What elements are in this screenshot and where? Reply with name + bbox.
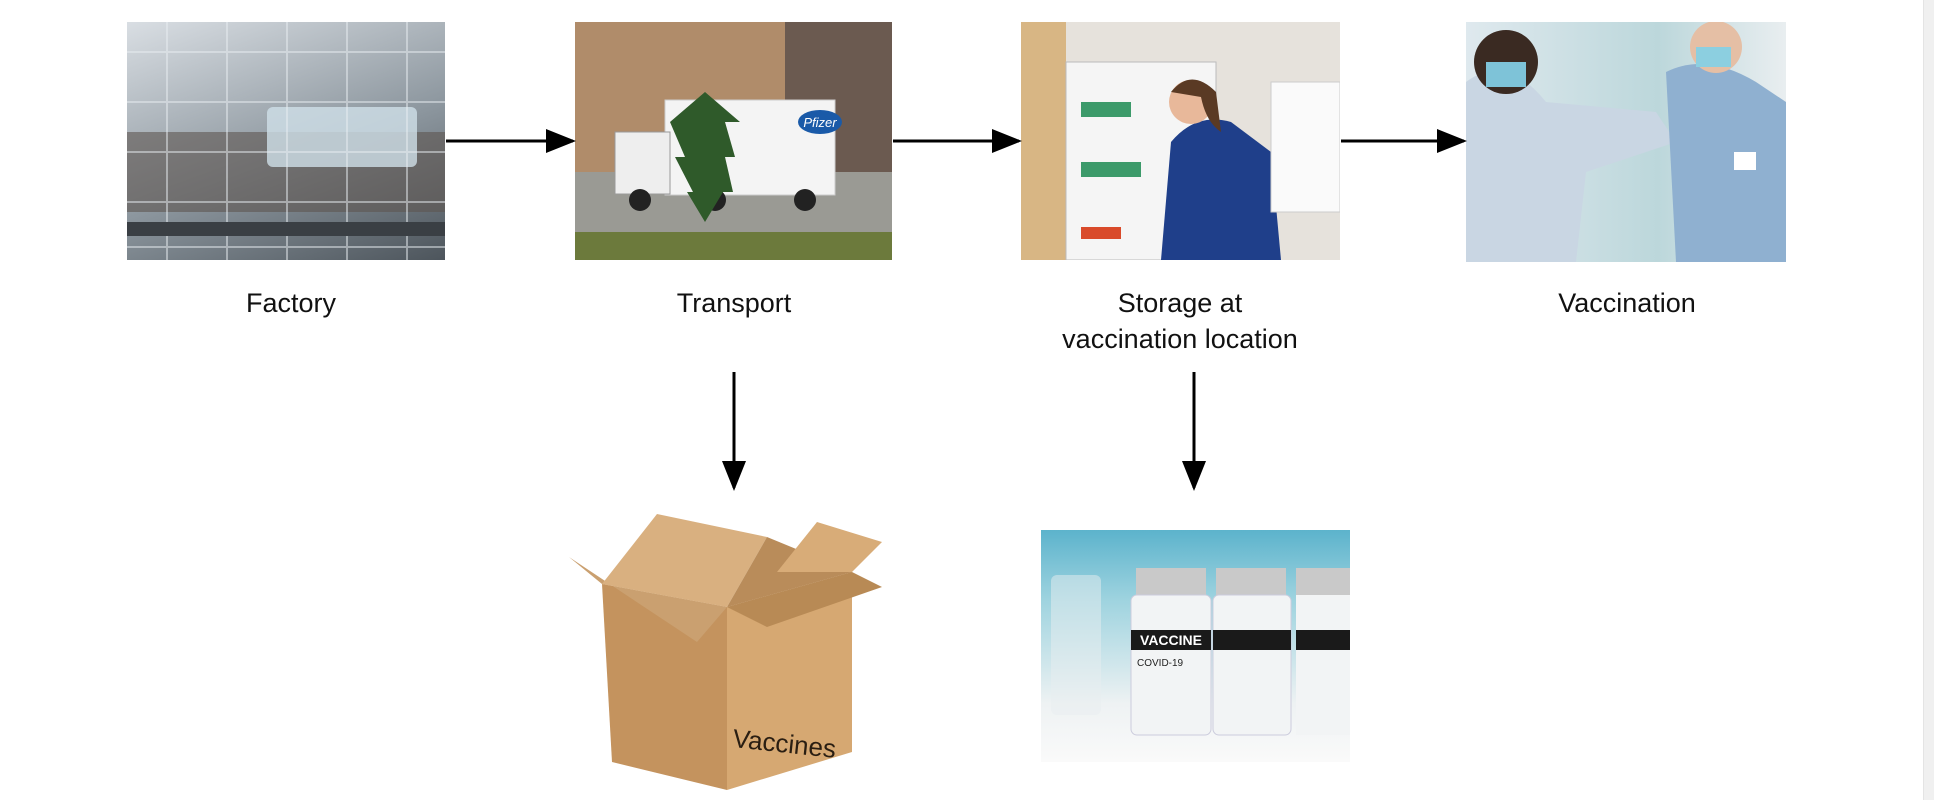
step-label-factory: Factory [245, 288, 337, 318]
storage-image [1021, 22, 1340, 260]
transport-image: Pfizer [575, 22, 892, 260]
factory-image [127, 22, 445, 260]
vial-sublabel: COVID-19 [1137, 658, 1184, 669]
step-label-vaccination: Vaccination [1558, 288, 1696, 318]
step-label-storage-line2: vaccination location [1062, 324, 1298, 354]
pfizer-logo: Pfizer [803, 115, 837, 130]
step-label-transport: Transport [676, 288, 792, 318]
vaccines-box-image: Vaccines [567, 512, 883, 792]
vaccination-image [1466, 22, 1786, 262]
step-label-storage: Storage at vaccination location [1062, 285, 1298, 357]
vial-label: VACCINE [1140, 632, 1202, 648]
scrollbar[interactable] [1923, 0, 1934, 800]
vaccine-vials-image: VACCINE COVID-19 [1041, 530, 1350, 762]
step-label-storage-line1: Storage at [1117, 288, 1243, 318]
